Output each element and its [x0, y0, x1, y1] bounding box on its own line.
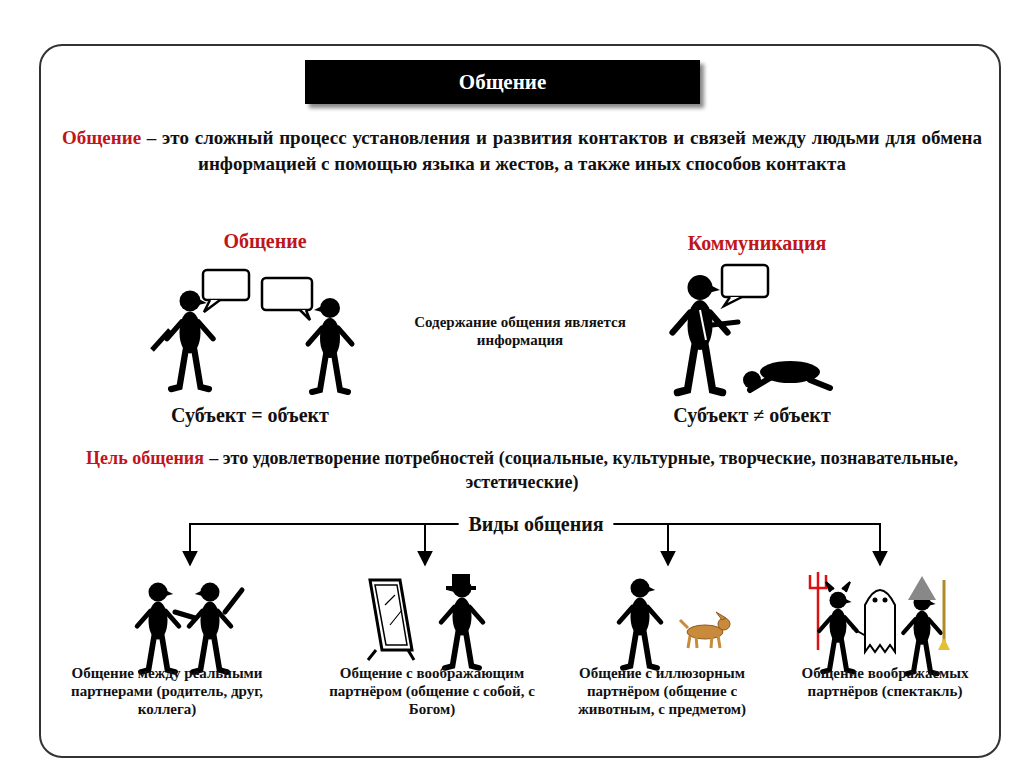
formula: Субъект ≠ объект	[632, 403, 872, 427]
term: Цель общения	[86, 448, 204, 468]
branch-title: Виды общения	[441, 512, 631, 536]
definition: Общение – это сложный процесс установлени…	[62, 125, 982, 176]
bracket-arrow	[614, 524, 880, 565]
goal-text: – это удовлетворение потребностей (социа…	[209, 448, 958, 492]
dancing-pair	[137, 583, 242, 672]
mirror-and-man	[368, 574, 483, 668]
heading: Коммуникация	[647, 231, 867, 255]
type-caption: Общение с иллюзорным партнёром (общение …	[552, 664, 772, 718]
heading: Общение	[165, 229, 365, 253]
goal-text: Цель общения– это удовлетворение потребн…	[62, 446, 982, 495]
type-caption: Общение с воображающим партнёром (общени…	[317, 664, 547, 718]
title: Общение	[459, 70, 546, 95]
title-bar: Общение	[305, 60, 700, 104]
dog	[680, 612, 730, 648]
bracket-arrow	[190, 524, 458, 565]
formula: Субъект = объект	[130, 403, 370, 427]
frame	[40, 45, 1000, 757]
note: Содержание общения является информация	[410, 313, 630, 349]
term: Общение	[62, 127, 141, 148]
bracket-arrow	[614, 524, 668, 565]
devil-ghost-witch	[810, 572, 950, 674]
boss-and-kneeling	[673, 265, 831, 393]
type-caption: Общение между реальными партнерами (роди…	[52, 664, 282, 718]
definition-text: – это сложный процесс установления и раз…	[147, 127, 982, 174]
type-caption: Общение воображаемых партнёров (спектакл…	[780, 664, 990, 700]
talking-people	[152, 270, 352, 392]
bracket-arrow	[425, 524, 458, 565]
man-and-dog	[619, 579, 730, 668]
